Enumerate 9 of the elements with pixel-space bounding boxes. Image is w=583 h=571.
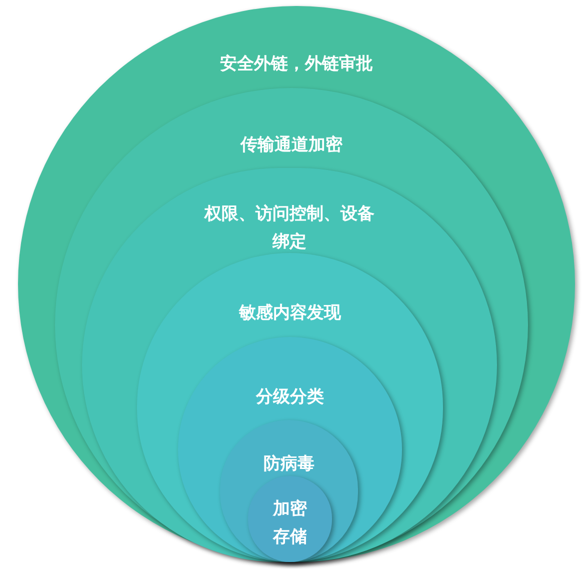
layer-label: 加密存储	[272, 498, 308, 548]
circle-layer	[220, 420, 358, 562]
layer-label: 分级分类	[254, 386, 325, 408]
layer-label: 敏感内容发现	[238, 302, 342, 324]
circle-layer	[248, 476, 332, 562]
layer-label: 传输通道加密	[239, 134, 344, 156]
layer-label: 防病毒	[262, 453, 316, 475]
layer-label: 权限、访问控制、设备绑定	[203, 203, 376, 253]
layer-label: 安全外链，外链审批	[219, 53, 374, 75]
